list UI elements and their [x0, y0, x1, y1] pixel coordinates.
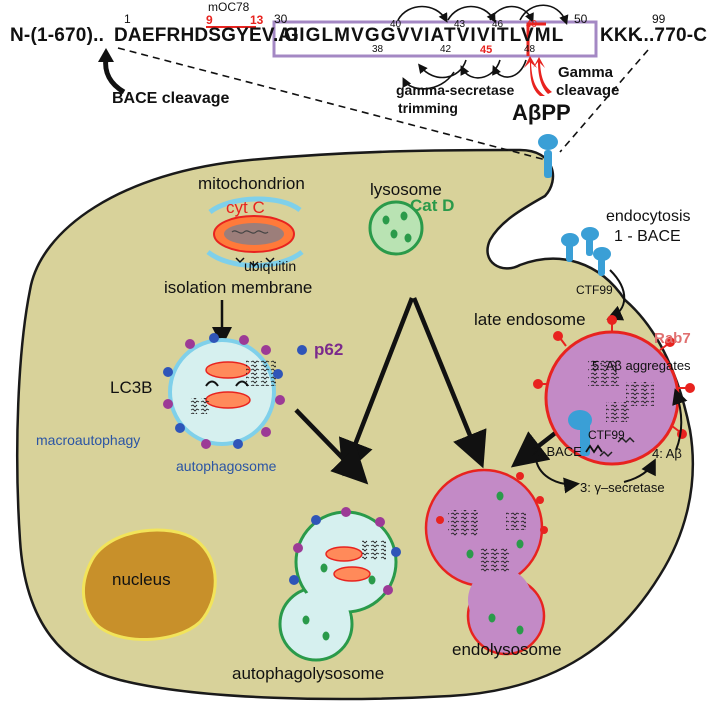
ctf99-inner-label: CTF99	[588, 428, 625, 442]
cyt-c-label: cyt C	[226, 198, 265, 217]
sequence-end-number: 99	[652, 12, 666, 26]
ubiquitin-marks-icon	[235, 257, 275, 268]
autophagosome-markers-icon	[163, 333, 285, 449]
gamma-cleavage-label-line1: Gamma	[558, 64, 614, 81]
ctf99-top-label: CTF99	[576, 283, 613, 297]
endolysosome-label: endolysosome	[452, 640, 562, 659]
nucleus-icon	[81, 528, 217, 641]
sequence-box-residues: AIIGLMVGGVVIATVIVITLVML	[278, 25, 565, 46]
gamma-step-label: 3: γ–secretase	[580, 480, 665, 495]
gamma-trimming-label-line2: trimming	[398, 100, 458, 116]
bottom-number-48: 48	[524, 44, 536, 55]
top-number-40: 40	[390, 19, 402, 30]
autophagosome-label: autophagosome	[176, 458, 277, 474]
bottom-number-38: 38	[372, 44, 384, 55]
ab-aggregates-label: 5: Aβ aggregates	[592, 358, 691, 373]
bottom-number-45: 45	[480, 44, 493, 56]
gamma-trimming-label-line1: gamma-secretase	[396, 82, 515, 98]
p62-dot-icon	[297, 345, 307, 355]
nucleus-label: nucleus	[112, 570, 171, 589]
bace-cleavage-arrow	[103, 57, 126, 95]
bottom-number-42: 42	[440, 44, 452, 55]
lysosome-label: lysosome	[370, 180, 442, 199]
gamma-cleavage-arrow-icon	[524, 56, 545, 96]
mitochondrion-label: mitochondrion	[198, 174, 305, 193]
isolation-membrane-label: isolation membrane	[164, 278, 313, 297]
autophagosome-icon	[168, 338, 276, 446]
gamma-cleavage-label-line2: cleavage	[556, 82, 620, 99]
top-number-46: 46	[492, 19, 504, 30]
zoom-line-right	[559, 49, 649, 153]
sequence-start-number: 1	[124, 12, 131, 26]
sequence-prefix: N-(1-670)..	[10, 25, 105, 46]
gamma-secretase-squiggle	[585, 444, 603, 454]
zoom-line-left	[117, 47, 547, 161]
lysosome-icon	[368, 200, 424, 256]
bace-step-label: 2: BACE	[532, 444, 582, 459]
trimming-arcs-top	[397, 4, 569, 26]
macroautophagy-label: macroautophagy	[36, 432, 141, 448]
autophagolysosome-icon	[278, 507, 401, 662]
p62-label: p62	[314, 340, 344, 359]
endolysosome-icon	[424, 468, 548, 656]
bace-cleavage-label: BACE cleavage	[112, 90, 230, 107]
trimming-arcs-bottom	[402, 59, 527, 90]
top-number-43: 43	[454, 19, 466, 30]
gamma-cleavage-marker	[526, 22, 546, 56]
moc78-end-number: 13	[250, 13, 264, 27]
top-number-49: 49	[526, 19, 538, 30]
late-endosome-label: late endosome	[474, 310, 586, 329]
sequence-residues-left: DAEFRHDSGYEV..G	[114, 25, 299, 46]
endocytosis-receptors-icon	[561, 227, 611, 276]
cat-d-label: Cat D	[410, 196, 455, 215]
rab7-label: Rab7	[654, 330, 691, 347]
lc3b-label: LC3B	[110, 378, 153, 397]
ab-step-label: 4: Aβ	[652, 446, 682, 461]
moc78-start-number: 9	[206, 13, 213, 27]
abpp-label: AβPP	[512, 100, 571, 125]
sequence-suffix: ...770-C	[638, 25, 708, 46]
autophagolysosome-label: autophagolysosome	[232, 664, 385, 683]
moc78-label: mOC78	[208, 0, 250, 14]
endocytosis-label: endocytosis	[606, 208, 691, 225]
ubiquitin-label: ubiquitin	[244, 258, 297, 274]
sequence-after-box: KKK	[600, 25, 642, 46]
sequence-number-50: 50	[574, 12, 588, 26]
abpp-receptor-icon	[538, 134, 558, 178]
endocytosis-bace-label: 1 - BACE	[614, 228, 681, 245]
tm-domain-box	[272, 20, 598, 58]
sequence-number-30: 30	[274, 12, 288, 26]
